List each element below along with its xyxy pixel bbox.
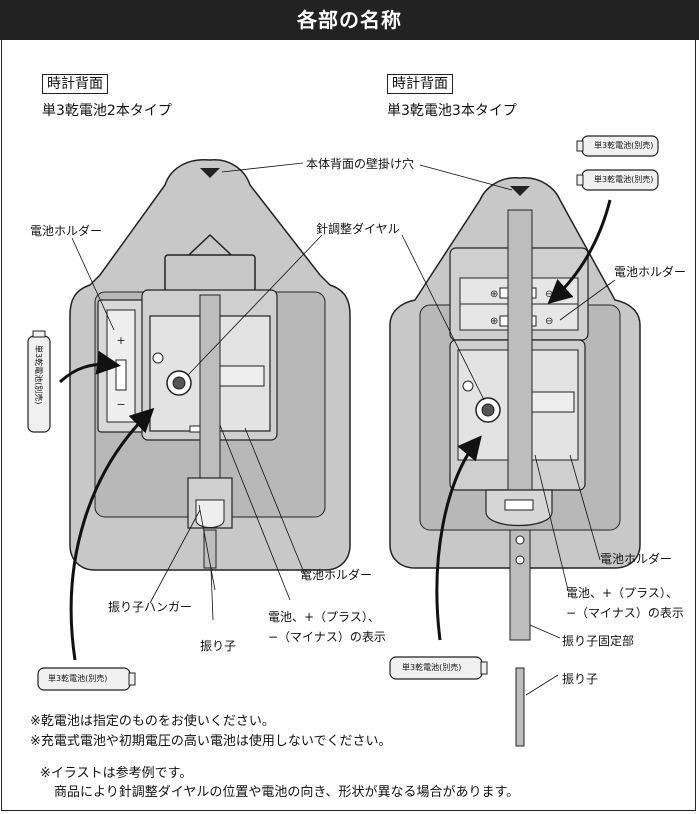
left-clock-body: + −: [69, 159, 351, 571]
right-battery-3: [389, 656, 488, 680]
note-line-3: ※イラストは参考例です。: [40, 766, 193, 781]
right-sign-line2: −（マイナス）の表示: [566, 606, 684, 620]
page-title: 各部の名称: [297, 8, 402, 32]
left-subtitle: 単3乾電池2本タイプ: [42, 103, 172, 119]
right-battery-2: [576, 169, 659, 191]
left-sign-line1: 電池、+（プラス）、: [268, 610, 380, 624]
hanging-hole-label: 本体背面の壁掛け穴: [306, 157, 415, 171]
header-bar: [0, 0, 699, 40]
right-sign-line1: 電池、+（プラス）、: [566, 586, 678, 600]
right-battery-1-text: 単3乾電池(別売): [594, 141, 654, 150]
right-pendulum-label: 振り子: [562, 672, 599, 686]
left-insert-arrow: [58, 350, 121, 384]
right-battery-1: [576, 135, 659, 157]
right-battery-holder-top-label: 電池ホルダー: [614, 265, 687, 279]
svg-text:−: −: [116, 398, 125, 411]
right-battery-2-text: 単3乾電池(別売): [594, 175, 654, 184]
svg-text:⊖: ⊖: [545, 316, 553, 327]
needle-dial-label: 針調整ダイヤル: [316, 222, 400, 236]
right-battery-3-text: 単3乾電池(別売): [402, 663, 462, 672]
left-battery-vertical-text: 単3乾電池(別売): [34, 345, 43, 405]
svg-text:⊕: ⊕: [490, 289, 498, 300]
left-battery-holder-label: 電池ホルダー: [30, 224, 103, 238]
right-subtitle: 単3乾電池3本タイプ: [387, 103, 517, 119]
right-clock-body: ⊕ ⊖ ⊕ ⊖: [389, 177, 641, 747]
note-line-1: ※乾電池は指定のものをお使いください。: [30, 714, 275, 729]
right-battery-holder-bottom-label: 電池ホルダー: [600, 552, 673, 566]
svg-text:+: +: [116, 334, 125, 347]
svg-text:⊕: ⊕: [490, 316, 498, 327]
left-battery-horizontal-text: 単3乾電池(別売): [48, 674, 108, 683]
left-pendulum-label: 振り子: [200, 639, 237, 653]
right-box-label: 時計背面: [387, 74, 453, 94]
left-hanger-label: 振り子ハンガー: [108, 600, 193, 614]
note-line-2: ※充電式電池や初期電圧の高い電池は使用しないでください。: [30, 734, 392, 749]
left-battery-vertical: [27, 330, 51, 433]
left-sign-line2: −（マイナス）の表示: [268, 630, 386, 644]
left-box-label: 時計背面: [42, 74, 108, 94]
left-battery-horizontal: [37, 667, 136, 691]
right-bottom-arrow: [435, 435, 482, 641]
note-line-4: 商品により針調整ダイヤルの位置や電池の向き、形状が異なる場合があります。: [54, 785, 520, 800]
right-pendulum-fix-label: 振り子固定部: [562, 634, 635, 648]
right-top-arrow: [547, 199, 612, 304]
left-bottom-arrow: [69, 407, 155, 661]
left-battery-holder-label-2: 電池ホルダー: [300, 568, 373, 582]
